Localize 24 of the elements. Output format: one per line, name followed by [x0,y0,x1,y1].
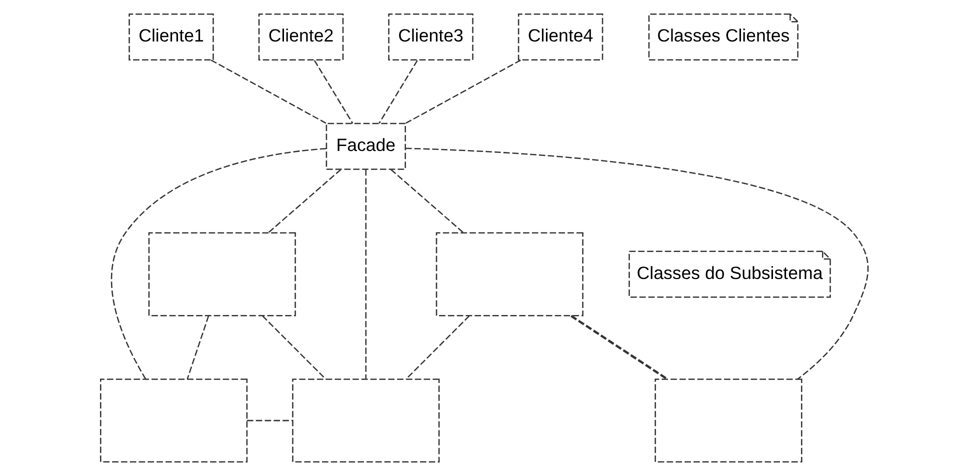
connector [262,315,326,380]
connector [267,168,341,233]
connector [405,147,868,380]
node-box: Cliente3 [388,12,473,60]
connector [186,315,209,379]
node-box: Cliente4 [517,12,603,60]
node-box [654,378,802,462]
node-box [435,232,583,316]
connector [313,60,353,124]
connector [390,168,464,233]
node-box: Cliente1 [128,12,214,60]
connector [570,314,668,380]
connector [110,147,326,379]
node-box: Cliente2 [258,12,344,60]
node-box [148,232,296,316]
connector [404,59,520,124]
node-box [292,378,440,462]
node-box: Facade [325,122,406,170]
connector [405,315,470,380]
node-box [100,378,248,462]
connector [210,59,326,124]
connector [246,419,292,421]
connector [364,168,366,378]
connector [378,60,418,124]
